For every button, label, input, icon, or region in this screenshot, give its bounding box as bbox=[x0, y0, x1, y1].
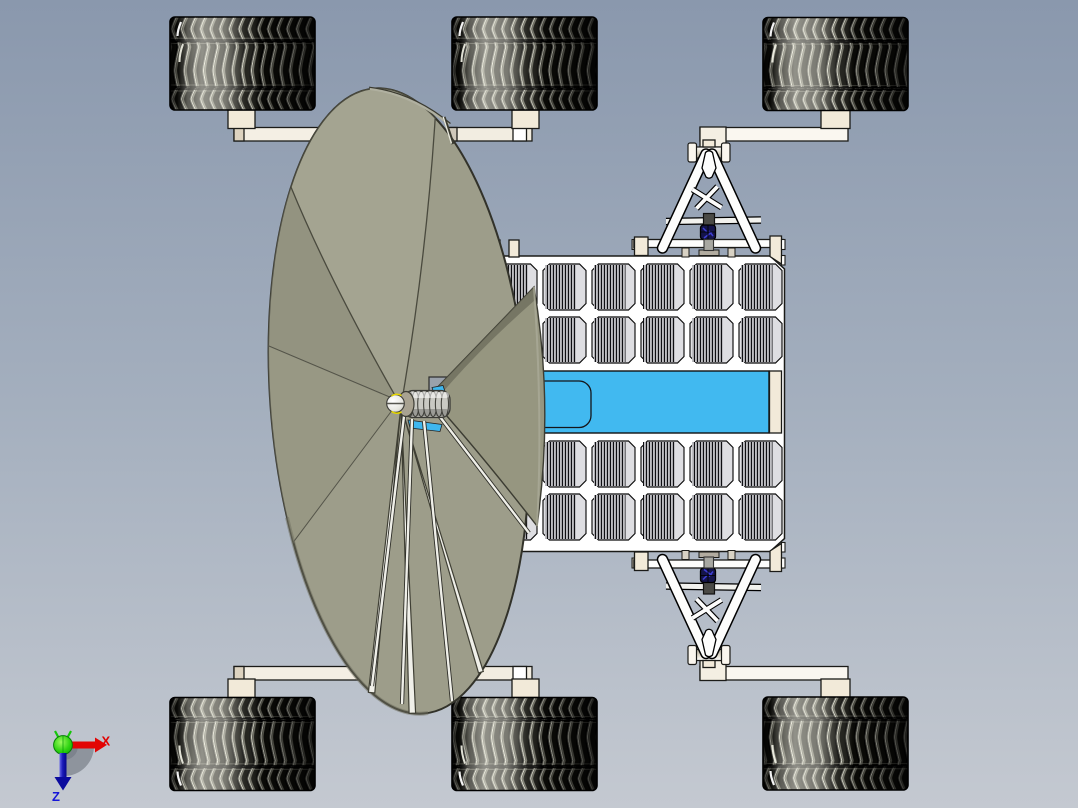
svg-text:Z: Z bbox=[52, 789, 60, 804]
svg-text:X: X bbox=[102, 734, 111, 749]
